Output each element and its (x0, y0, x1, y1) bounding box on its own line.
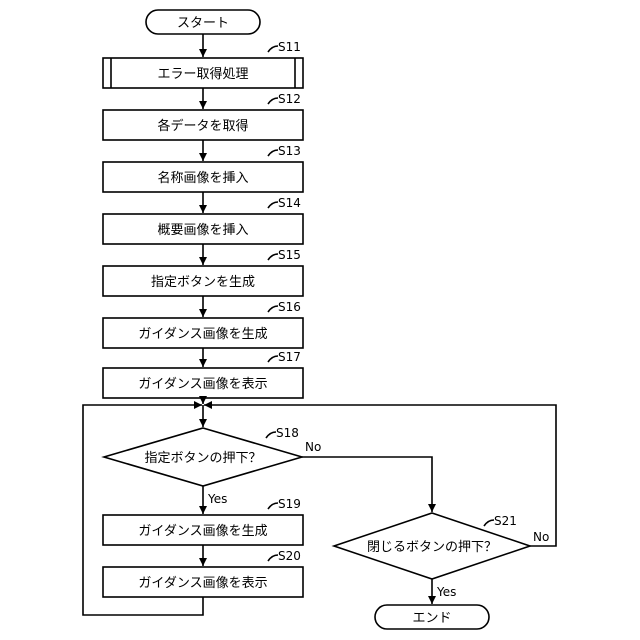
end-label: エンド (412, 611, 451, 626)
step-s19-label: ガイダンス画像を生成 (138, 524, 267, 539)
step-s11-id: S11 (278, 40, 301, 54)
edge-s21-yes: Yes (436, 585, 456, 599)
decision-s21-label: 閉じるボタンの押下？ (367, 540, 497, 555)
step-s12-label: 各データを取得 (157, 118, 248, 134)
step-s17-id: S17 (278, 350, 301, 364)
step-s16-id: S16 (278, 300, 301, 314)
edge-s21-no: No (533, 530, 549, 544)
decision-s21: 閉じるボタンの押下？ S21 (334, 513, 530, 579)
step-s15-id: S15 (278, 248, 301, 262)
start-terminal: スタート (146, 10, 260, 34)
decision-s18: 指定ボタンの押下？ S18 (104, 426, 302, 486)
step-s13-label: 名称画像を挿入 (157, 170, 248, 186)
edge-s18-yes: Yes (207, 492, 227, 506)
decision-s18-label: 指定ボタンの押下？ (144, 451, 261, 466)
step-s12-id: S12 (278, 92, 301, 106)
step-s11-label: エラー取得処理 (157, 66, 248, 82)
decision-s18-id: S18 (276, 426, 299, 440)
step-s15-label: 指定ボタンを生成 (151, 275, 255, 290)
edge-s18-no: No (305, 440, 321, 454)
step-s14-label: 概要画像を挿入 (157, 223, 248, 238)
decision-s21-id: S21 (494, 514, 517, 528)
step-s20-label: ガイダンス画像を表示 (138, 576, 267, 591)
step-s14-id: S14 (278, 196, 301, 210)
step-s19-id: S19 (278, 497, 301, 511)
step-s16-label: ガイダンス画像を生成 (138, 327, 267, 342)
step-s13-id: S13 (278, 144, 301, 158)
end-terminal: エンド (375, 605, 489, 629)
start-label: スタート (177, 16, 229, 31)
step-s20-id: S20 (278, 549, 301, 563)
step-s17-label: ガイダンス画像を表示 (138, 377, 267, 392)
